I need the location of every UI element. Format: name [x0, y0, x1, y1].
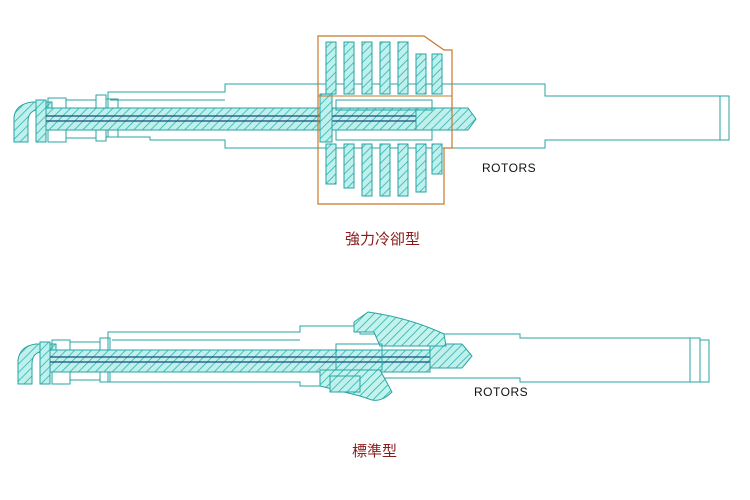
rotor-housing-top — [317, 35, 453, 205]
cooling-tubes-bottom — [49, 343, 473, 373]
caption-enhanced-cooling: 強力冷卻型 — [345, 230, 420, 248]
cooling-tubes-top — [45, 93, 477, 143]
cooling-fins-upper — [325, 41, 443, 95]
cooling-fins-lower — [325, 143, 443, 197]
rotors-label-bottom: ROTORS — [474, 385, 528, 399]
rotors-label-top: ROTORS — [482, 161, 536, 175]
enhanced-cooling-diagram: ROTORS 強力冷卻型 — [13, 35, 730, 248]
rotor-blade-bottom — [319, 311, 447, 401]
inlet-coupling-top — [13, 94, 119, 143]
caption-standard-type: 標準型 — [352, 442, 397, 460]
shaft-outline-bottom — [107, 325, 710, 387]
standard-type-diagram: ROTORS 標準型 — [17, 311, 710, 460]
